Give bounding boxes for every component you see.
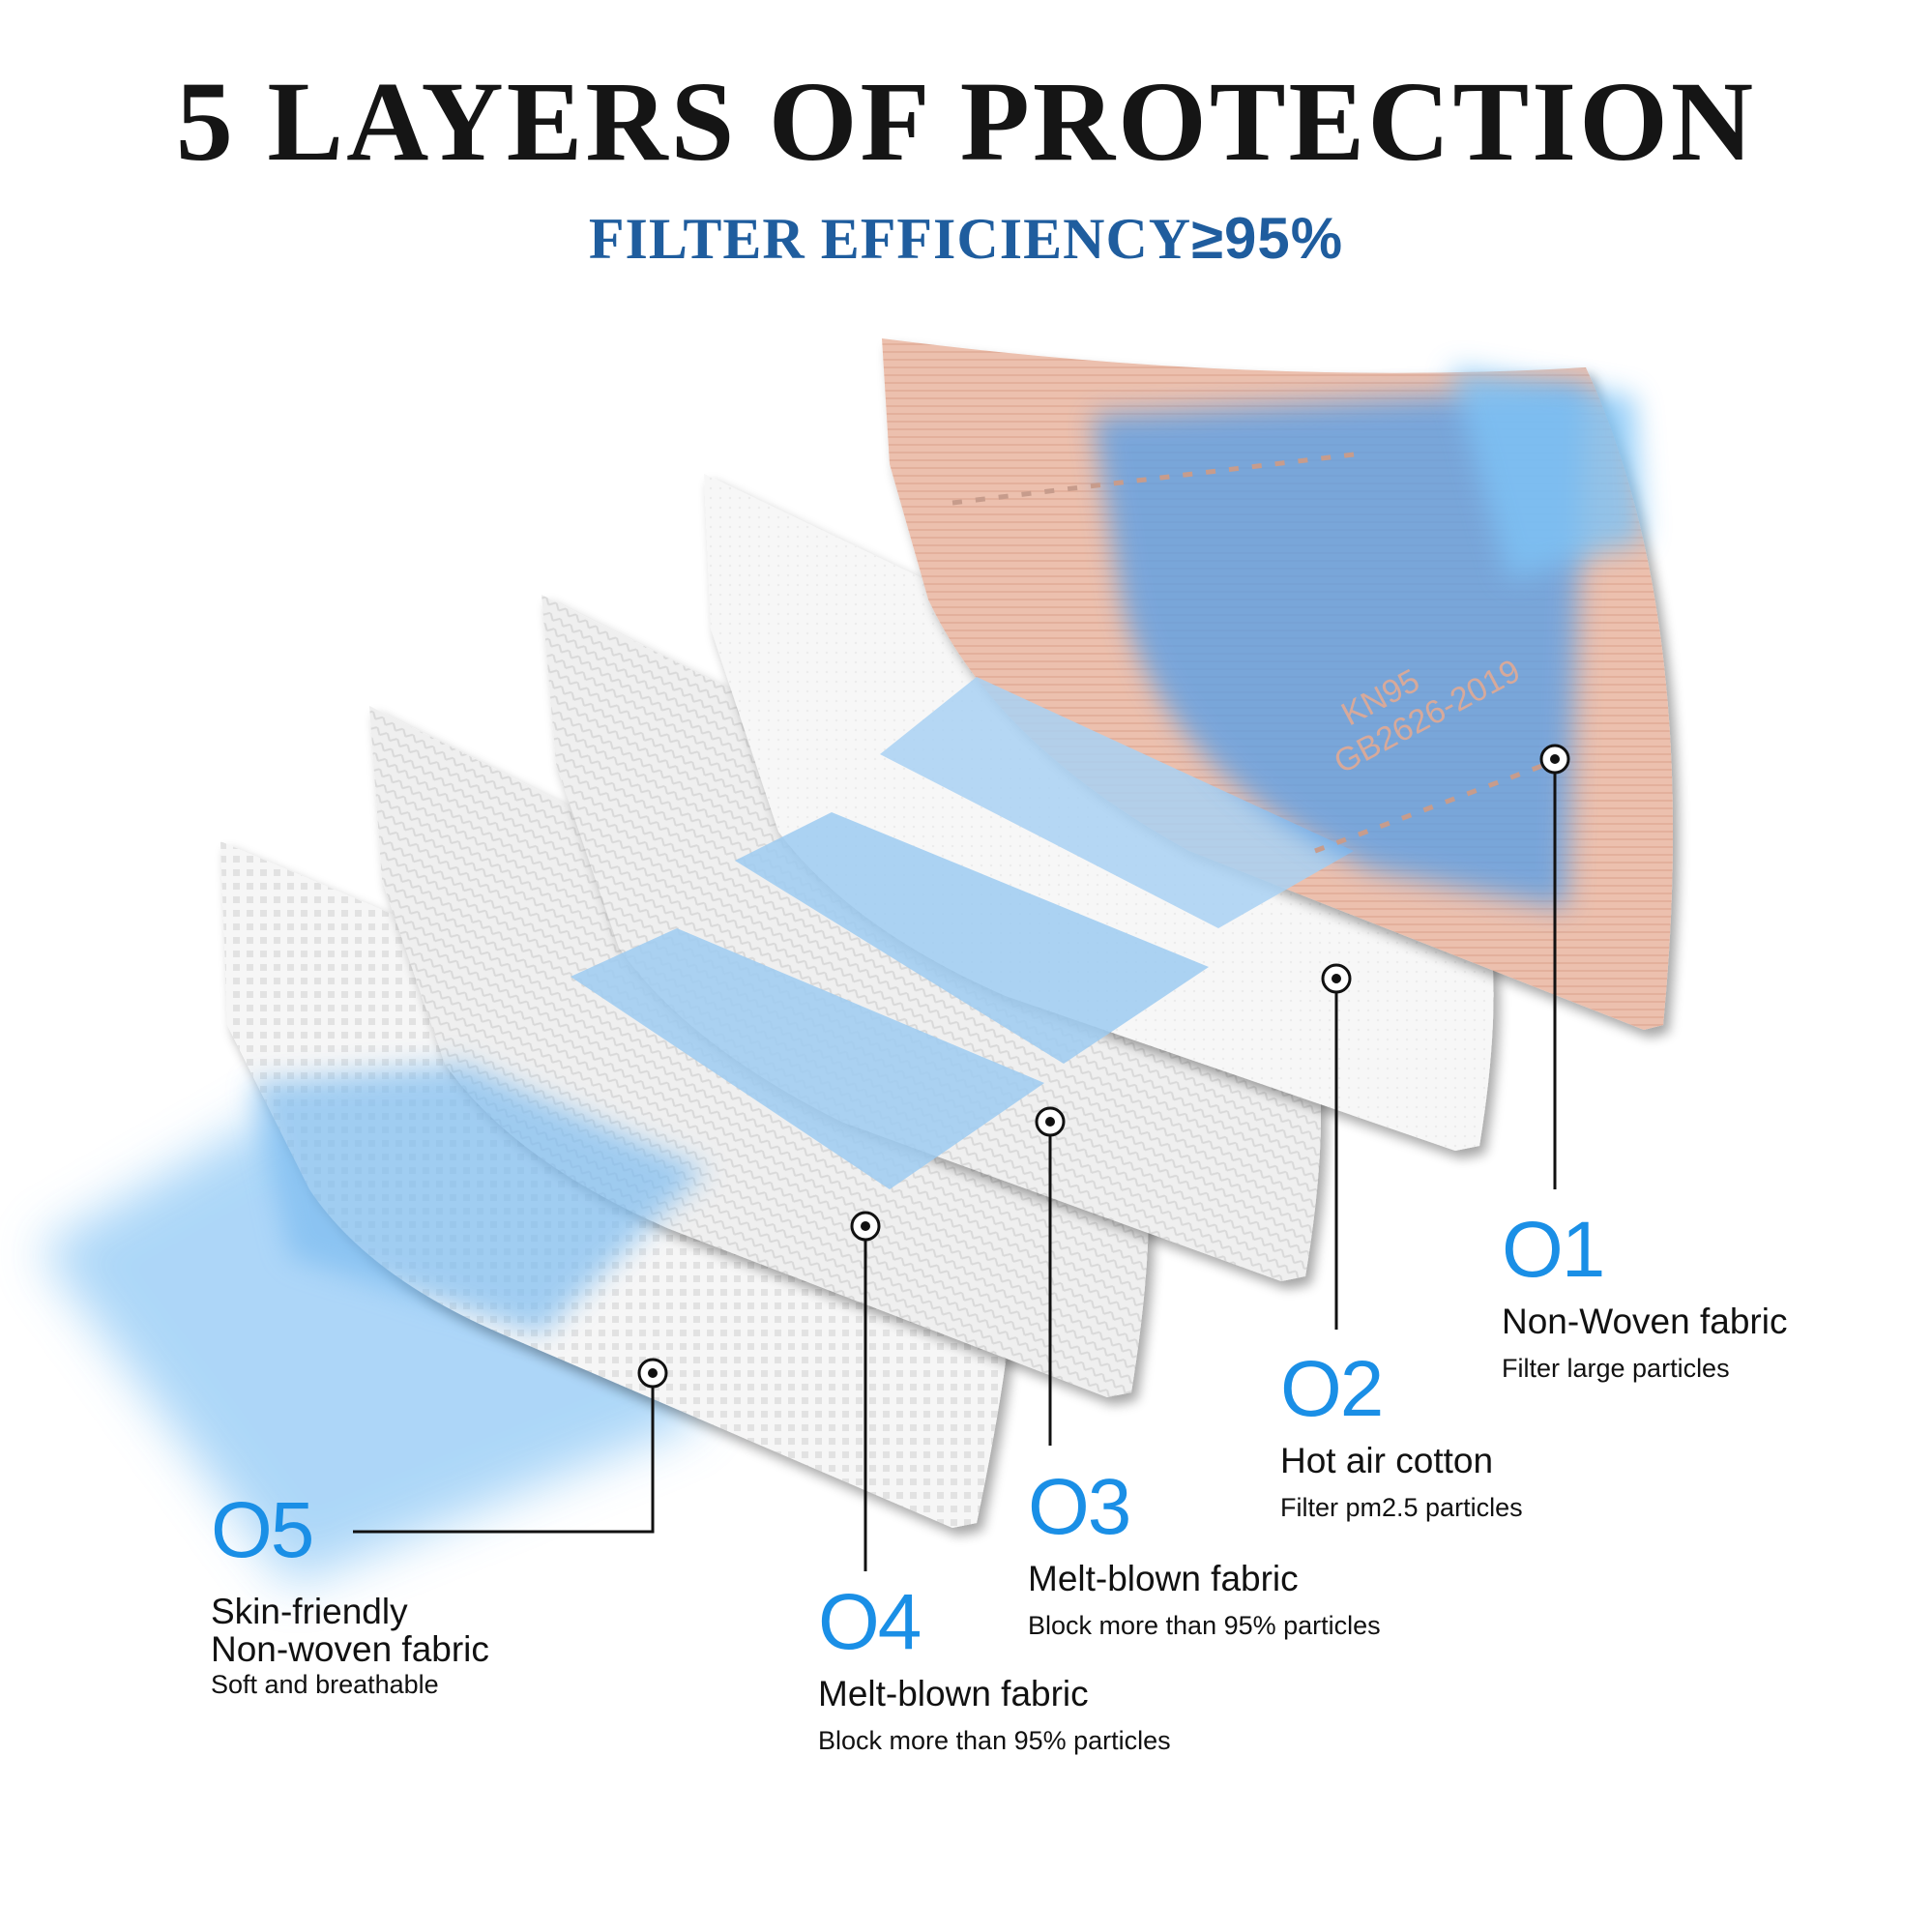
leader-line-5 bbox=[353, 1373, 655, 1534]
page-title: 5 LAYERS OF PROTECTION bbox=[175, 58, 1757, 185]
airflow-out bbox=[1450, 367, 1644, 580]
layer-1-name: Non-Woven fabric bbox=[1502, 1302, 1788, 1341]
layer-3-label: O3 Melt-blown fabric Block more than 95%… bbox=[1028, 1468, 1381, 1641]
layer-5-name-line1: Skin-friendly bbox=[211, 1592, 408, 1631]
layer-5-name-line2: Non-woven fabric bbox=[211, 1628, 489, 1669]
airflow-through-2 bbox=[880, 677, 1354, 928]
layer-2-name: Hot air cotton bbox=[1280, 1441, 1494, 1480]
layer-3-number: O3 bbox=[1028, 1463, 1131, 1551]
layer-4-desc: Block more than 95% particles bbox=[818, 1725, 1171, 1755]
layer-2-desc: Filter pm2.5 particles bbox=[1280, 1492, 1523, 1522]
subtitle-prefix: FILTER EFFICIENCY bbox=[588, 207, 1192, 271]
airflow-through-4 bbox=[571, 928, 1044, 1189]
layer-3-name: Melt-blown fabric bbox=[1028, 1559, 1299, 1598]
airflow-through-3 bbox=[735, 812, 1209, 1064]
filter-efficiency-subtitle: FILTER EFFICIENCY≥95% bbox=[0, 205, 1932, 273]
layer-2-number: O2 bbox=[1280, 1345, 1384, 1433]
layer-3-desc: Block more than 95% particles bbox=[1028, 1610, 1381, 1640]
layer-5-number: O5 bbox=[211, 1486, 314, 1574]
layer-1-label: O1 Non-Woven fabric Filter large particl… bbox=[1502, 1211, 1787, 1384]
layer-4-number: O4 bbox=[818, 1578, 922, 1666]
subtitle-value: ≥95% bbox=[1191, 206, 1344, 271]
airflow-through-5 bbox=[251, 1064, 706, 1334]
layer-1-desc: Filter large particles bbox=[1502, 1353, 1730, 1383]
layer-4-name: Melt-blown fabric bbox=[818, 1674, 1089, 1713]
layer-1-number: O1 bbox=[1502, 1206, 1605, 1294]
layer-5-label: O5 Skin-friendly Non-woven fabric Soft a… bbox=[211, 1491, 489, 1700]
layer-5-desc: Soft and breathable bbox=[211, 1669, 439, 1699]
stitch-line-bottom bbox=[1314, 761, 1548, 854]
layer-4-label: O4 Melt-blown fabric Block more than 95%… bbox=[818, 1583, 1171, 1756]
airflow-through-1 bbox=[1093, 387, 1586, 909]
layer-2-label: O2 Hot air cotton Filter pm2.5 particles bbox=[1280, 1350, 1523, 1523]
